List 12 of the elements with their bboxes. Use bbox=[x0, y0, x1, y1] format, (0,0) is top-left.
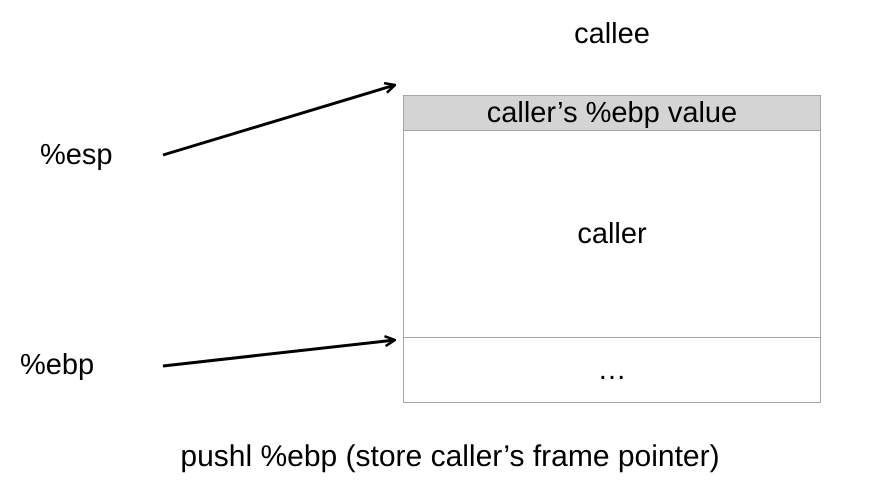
register-label: %ebp bbox=[20, 348, 94, 382]
stack-slot bbox=[403, 95, 821, 131]
arrow bbox=[162, 82, 396, 156]
arrow bbox=[162, 334, 396, 368]
cell-text: … bbox=[598, 354, 626, 386]
caption: pushl %ebp (store caller’s frame pointer) bbox=[180, 440, 720, 474]
stack-frame bbox=[403, 130, 821, 338]
region-label: callee bbox=[574, 18, 650, 51]
register-label: %esp bbox=[40, 138, 113, 172]
stack-slot bbox=[403, 337, 821, 403]
cell-text: caller’s %ebp value bbox=[486, 96, 738, 130]
cell-text: caller bbox=[577, 218, 647, 250]
